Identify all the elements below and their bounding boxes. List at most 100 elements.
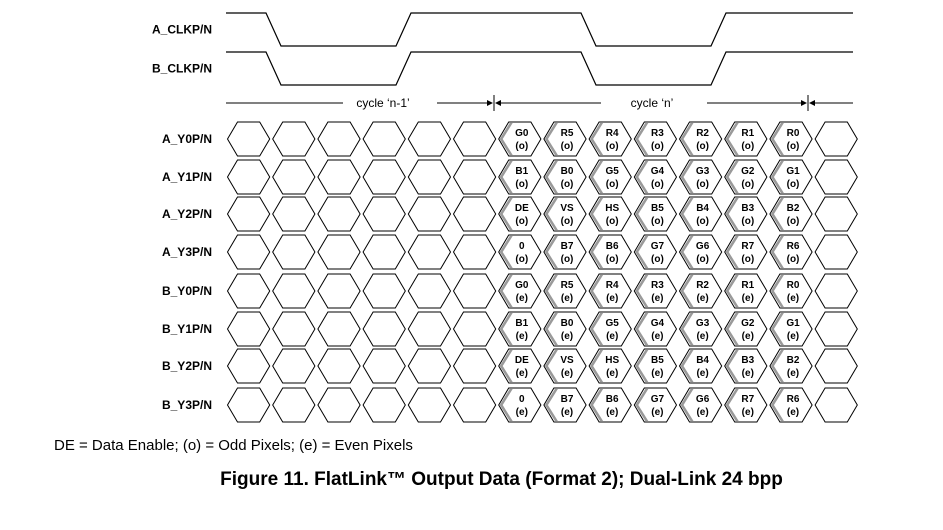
lane-label: B_Y0P/N <box>162 284 212 298</box>
cell-parity-label: (o) <box>741 141 754 152</box>
data-cell <box>678 311 723 347</box>
data-cell <box>724 196 768 232</box>
cell-bit-label: DE <box>515 355 529 366</box>
idle-cell <box>407 159 452 195</box>
data-cell <box>498 273 542 309</box>
cell-parity-label: (e) <box>516 407 528 418</box>
cell-bit-label: HS <box>605 203 619 214</box>
cell-parity-label: (o) <box>561 141 574 152</box>
cycle-current-arrow-right <box>801 100 807 106</box>
cell-bit-label: G1 <box>786 166 800 177</box>
data-cell <box>769 348 813 384</box>
lane-label: A_Y1P/N <box>162 170 212 184</box>
data-cell <box>724 234 768 270</box>
cell-bit-label: R6 <box>787 394 800 405</box>
data-cell <box>724 311 768 347</box>
cell-edge-shade <box>499 313 513 345</box>
idle-cell <box>814 348 858 384</box>
cell-parity-label: (o) <box>741 216 754 227</box>
data-cell <box>543 121 587 157</box>
data-cell <box>543 159 587 195</box>
cell-bit-label: R1 <box>741 280 754 291</box>
cell-parity-label: (e) <box>696 368 708 379</box>
cell-bit-label: B3 <box>741 355 754 366</box>
idle-cell <box>226 234 271 270</box>
cell-parity-label: (e) <box>651 407 663 418</box>
cell-edge-shade <box>635 198 649 230</box>
cell-bit-label: VS <box>560 355 574 366</box>
cell-parity-label: (e) <box>516 293 528 304</box>
cell-edge-shade <box>590 198 604 230</box>
cell-edge-shade <box>499 275 513 307</box>
cell-bit-label: G0 <box>515 280 529 291</box>
cell-parity-label: (e) <box>696 407 708 418</box>
data-cell <box>724 348 768 384</box>
cell-bit-label: R0 <box>787 280 800 291</box>
cell-parity-label: (o) <box>787 141 800 152</box>
idle-cell <box>452 348 497 384</box>
cell-parity-label: (e) <box>606 293 618 304</box>
cell-edge-shade <box>499 350 513 382</box>
idle-cell <box>814 159 858 195</box>
data-cell <box>633 121 678 157</box>
cell-parity-label: (o) <box>787 216 800 227</box>
cell-edge-shade <box>680 236 694 268</box>
idle-cell <box>272 311 316 347</box>
cell-edge-shade <box>499 161 513 193</box>
cell-bit-label: R0 <box>787 128 800 139</box>
cell-bit-label: B7 <box>561 241 574 252</box>
cell-edge-shade <box>770 236 784 268</box>
idle-cell <box>362 159 406 195</box>
data-cell <box>724 387 768 423</box>
cell-parity-label: (o) <box>696 141 709 152</box>
cell-edge-shade <box>725 123 739 155</box>
cell-bit-label: G4 <box>651 166 665 177</box>
lane-label: A_Y2P/N <box>162 207 212 221</box>
cell-edge-shade <box>544 275 558 307</box>
data-cell <box>498 234 542 270</box>
timing-diagram: A_CLKP/NB_CLKP/N cycle ‘n-1’cycle ‘n’ A_… <box>152 12 858 423</box>
idle-cell <box>407 121 452 157</box>
cell-bit-label: G3 <box>696 318 710 329</box>
cell-parity-label: (e) <box>742 331 754 342</box>
cell-parity-label: (e) <box>742 368 754 379</box>
cell-bit-label: R2 <box>696 128 709 139</box>
data-cell <box>588 273 632 309</box>
cell-bit-label: G0 <box>515 128 529 139</box>
idle-cell <box>362 121 406 157</box>
data-cell <box>769 273 813 309</box>
cell-edge-shade <box>544 236 558 268</box>
cell-edge-shade <box>635 389 649 421</box>
clock-signal-label: A_CLKP/N <box>152 23 212 37</box>
data-cell <box>498 159 542 195</box>
cell-bit-label: G6 <box>696 241 710 252</box>
cell-edge-shade <box>680 198 694 230</box>
cell-bit-label: R5 <box>561 280 574 291</box>
cell-parity-label: (o) <box>515 254 528 265</box>
data-cell <box>678 196 723 232</box>
data-cell <box>543 311 587 347</box>
idle-cell <box>814 273 858 309</box>
idle-cell <box>452 273 497 309</box>
data-cell <box>588 121 632 157</box>
idle-cell <box>407 234 452 270</box>
cell-bit-label: B7 <box>561 394 574 405</box>
data-cell <box>633 196 678 232</box>
cell-edge-shade <box>544 350 558 382</box>
cell-parity-label: (o) <box>741 254 754 265</box>
data-cell <box>678 121 723 157</box>
cell-parity-label: (o) <box>651 254 664 265</box>
data-cell <box>678 273 723 309</box>
cell-edge-shade <box>680 350 694 382</box>
cell-parity-label: (o) <box>561 254 574 265</box>
cell-bit-label: G6 <box>696 394 710 405</box>
cell-parity-label: (o) <box>606 179 619 190</box>
legend-text: DE = Data Enable; (o) = Odd Pixels; (e) … <box>54 437 413 454</box>
cell-edge-shade <box>725 198 739 230</box>
idle-cell <box>452 234 497 270</box>
data-cell <box>498 348 542 384</box>
cell-edge-shade <box>770 389 784 421</box>
